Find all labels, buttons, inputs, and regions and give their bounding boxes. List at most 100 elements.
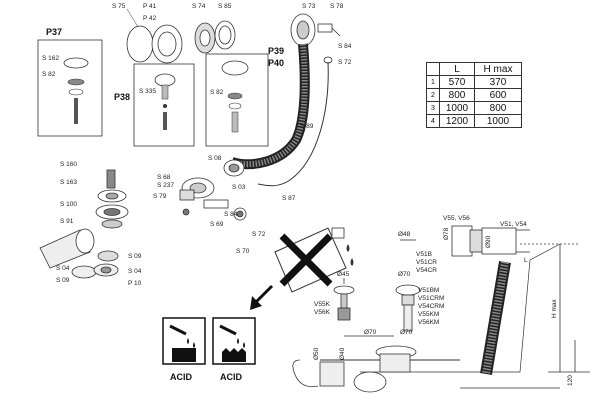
label-s09b: S 09 [128, 253, 142, 260]
label-p41: P 41 [143, 3, 157, 10]
label-s84b: S 84 [224, 211, 238, 218]
model-labels: V55, V56 V51, V54 V51B V51CR V54CR V55K … [314, 215, 527, 326]
table-row: 1 570 370 [426, 75, 522, 89]
label-s04a: S 04 [56, 265, 70, 272]
dim-d70b: Ø70 [364, 329, 377, 336]
table-cell-idx: 4 [426, 114, 440, 128]
label-s74: S 74 [192, 3, 206, 10]
label-s70: S 70 [236, 248, 250, 255]
kit-p38-part1: S 335 [139, 88, 156, 95]
dim-hmax: H max [551, 298, 558, 318]
table-header-row: L H max [426, 62, 522, 76]
label-s75: S 75 [112, 3, 126, 10]
label-s69: S 69 [210, 221, 224, 228]
model-v55: V55, V56 [443, 215, 470, 222]
table-row: 2 800 600 [426, 88, 522, 102]
model-v51bm-2: V51CRM [418, 295, 444, 302]
label-s100: S 100 [60, 201, 77, 208]
acid-warning-1: ACID [162, 317, 206, 382]
kit-p39-title: P39 [268, 46, 284, 56]
model-v51: V51, V54 [500, 221, 527, 228]
acid-label-1: ACID [170, 372, 192, 382]
dim-d78: Ø78 [443, 227, 450, 240]
label-s73: S 73 [302, 3, 316, 10]
label-s04b: S 04 [128, 268, 142, 275]
dim-d90: Ø90 [485, 235, 492, 248]
dim-120: 120 [567, 375, 574, 386]
acid-label-2: ACID [220, 372, 242, 382]
table-row: 4 1200 1000 [426, 114, 522, 128]
kit-p40-title: P40 [268, 58, 284, 68]
kit-p37-part2: S 82 [42, 71, 56, 78]
model-v55k-1: V55K [314, 301, 331, 308]
label-s72b: S 72 [252, 231, 266, 238]
acid-warning-2: ACID [212, 317, 256, 382]
label-s89: S 89 [300, 123, 314, 130]
model-v51b-1: V51B [416, 251, 432, 258]
model-v51bm-1: V51BM [418, 287, 439, 294]
kit-p38: P38 S 335 [114, 63, 195, 147]
model-v51bm-3: V54CRM [418, 303, 444, 310]
table-cell-h: 370 [474, 75, 522, 89]
table-cell-l: 570 [439, 75, 475, 89]
dim-L: L [524, 257, 528, 264]
table-cell-l: 800 [439, 88, 475, 102]
dim-d40: Ø40 [339, 347, 346, 360]
table-cell-idx: 2 [426, 88, 440, 102]
table-cell-idx: 3 [426, 101, 440, 115]
dim-d48: Ø48 [398, 231, 411, 238]
table-cell-h: 1000 [474, 114, 522, 128]
left-parts [39, 169, 129, 279]
label-s79: S 79 [153, 193, 167, 200]
table-row: 3 1000 800 [426, 101, 522, 115]
table-cell-h: 600 [474, 88, 522, 102]
overflow-caps [126, 20, 236, 64]
label-s09a: S 09 [56, 277, 70, 284]
no-pour-warning [250, 227, 354, 310]
dim-d70a: Ø70 [398, 271, 411, 278]
label-s91: S 91 [60, 218, 74, 225]
label-s72: S 72 [338, 59, 352, 66]
left-labels: S 160 S 163 S 100 S 91 S 04 S 09 S 09 S … [56, 161, 142, 287]
label-s68: S 68 [157, 174, 171, 181]
label-s87: S 87 [282, 195, 296, 202]
dimension-labels: Ø48 Ø78 Ø90 Ø45 Ø70 Ø70 Ø70 Ø50 Ø40 L H … [313, 227, 574, 386]
label-s84: S 84 [338, 43, 352, 50]
corrugated-hose: S 89 S 87 [230, 43, 329, 202]
dim-d70c: Ø70 [400, 329, 413, 336]
label-s160: S 160 [60, 161, 77, 168]
kit-p37-title: P37 [46, 27, 62, 37]
label-p10: P 10 [128, 280, 142, 287]
table-cell-l: 1200 [439, 114, 475, 128]
kit-p37: P37 S 162 S 82 [37, 27, 103, 137]
kit-p39-part1: S 82 [210, 89, 224, 96]
table-cell-idx: 1 [426, 75, 440, 89]
size-table: L H max 1 570 370 2 800 600 3 1000 800 4… [426, 62, 522, 128]
waste-body [179, 159, 247, 221]
label-s03: S 03 [232, 184, 246, 191]
cross-section [292, 225, 590, 393]
label-s163: S 163 [60, 179, 77, 186]
model-v51b-3: V54CR [416, 267, 437, 274]
label-s78: S 78 [330, 3, 344, 10]
kit-p39-p40: P39 P40 S 82 [205, 46, 284, 147]
table-header-l: L [439, 62, 475, 76]
model-v55k-2: V56K [314, 309, 331, 316]
label-s85: S 85 [218, 3, 232, 10]
label-s237: S 237 [157, 182, 174, 189]
model-v51bm-5: V56KM [418, 319, 439, 326]
label-s08: S 08 [208, 155, 222, 162]
model-v51b-2: V51CR [416, 259, 437, 266]
table-cell-h: 800 [474, 101, 522, 115]
kit-p38-title: P38 [114, 92, 130, 102]
model-v51bm-4: V55KM [418, 311, 439, 318]
kit-p37-part1: S 162 [42, 55, 59, 62]
table-corner [426, 62, 440, 76]
center-labels: S 08 S 68 S 237 S 79 S 03 S 69 S 84 S 72… [153, 155, 266, 255]
label-p42: P 42 [143, 15, 157, 22]
dim-d45: Ø45 [337, 271, 350, 278]
dim-d50: Ø50 [313, 347, 320, 360]
table-cell-l: 1000 [439, 101, 475, 115]
